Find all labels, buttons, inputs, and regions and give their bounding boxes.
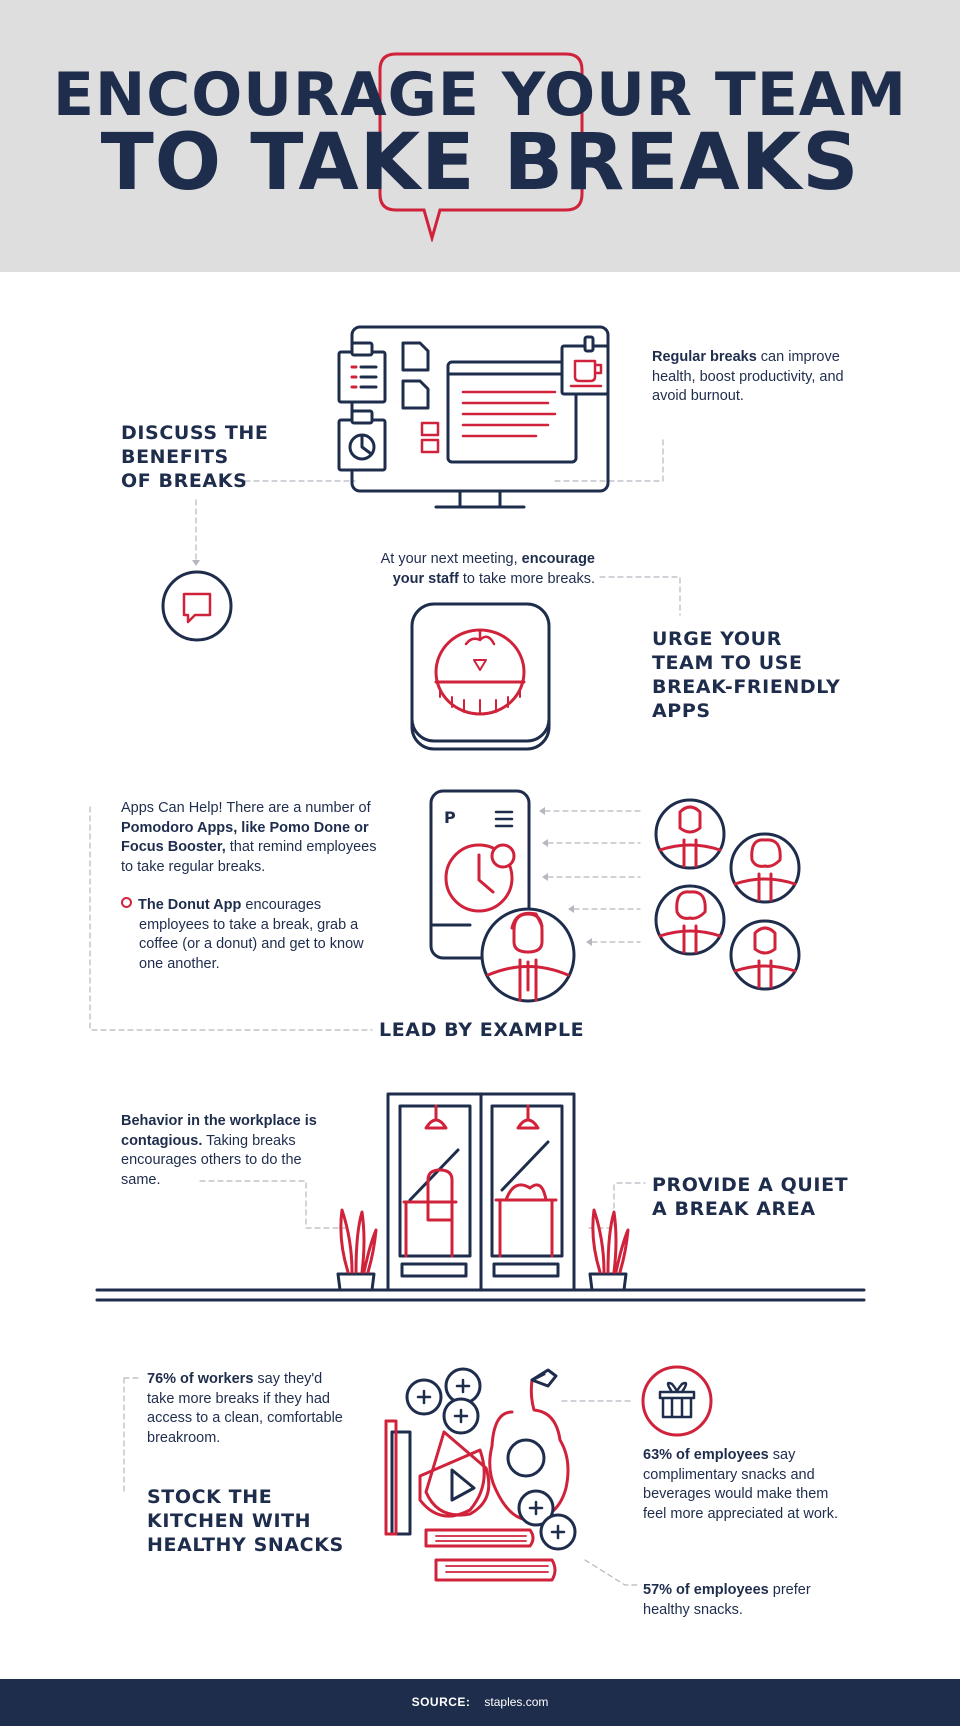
door-icon [386,1092,576,1292]
connector-lines [89,439,681,1586]
heading-kitchen: STOCK THE KITCHEN WITH HEALTHY SNACKS [147,1486,344,1556]
heading-discuss: DISCUSS THE BENEFITS OF BREAKS [121,422,269,492]
note-donut-app: The Donut App encourages employees to ta… [121,896,379,974]
stat-63-percent: 63% of employees say complimentary snack… [643,1447,839,1522]
phone-app-letter: P [444,808,456,827]
heading-lead: LEAD BY EXAMPLE [379,1019,585,1041]
heading-apps: URGE YOUR TEAM TO USE BREAK-FRIENDLY APP… [652,628,841,722]
note-regular-breaks: Regular breaks can improve health, boost… [652,349,844,404]
note-behavior: Behavior in the workplace is contagious.… [121,1113,317,1188]
food-icon [384,1367,577,1582]
floor-line [95,1288,866,1302]
footer-source: SOURCE:staples.com [0,1679,960,1726]
gift-icon [641,1365,713,1437]
source-link[interactable]: staples.com [484,1695,549,1709]
person-group [654,798,801,991]
note-meeting: At your next meeting, encourage your sta… [380,551,595,587]
page-title-line1: ENCOURAGE YOUR TEAM [53,60,907,130]
bullet-icon [121,897,132,908]
speech-bubble-icon [378,52,584,242]
header-banner: ENCOURAGE YOUR TEAM TO TAKE BREAKS [0,0,960,272]
plant-icon [336,1208,630,1292]
tomato-timer-icon [410,602,551,751]
heading-quiet: PROVIDE A QUIET A BREAK AREA [652,1174,849,1220]
person-icon [480,907,576,1003]
page-title-line2: TO TAKE BREAKS [100,118,860,208]
stat-57-percent: 57% of employees prefer healthy snacks. [643,1582,811,1618]
note-apps-help: Apps Can Help! There are a number of Pom… [121,800,377,875]
phone-icon [429,789,531,960]
stat-76-percent: 76% of workers say they'd take more brea… [147,1371,343,1446]
chat-icon [161,570,233,642]
monitor-icon [337,325,610,509]
